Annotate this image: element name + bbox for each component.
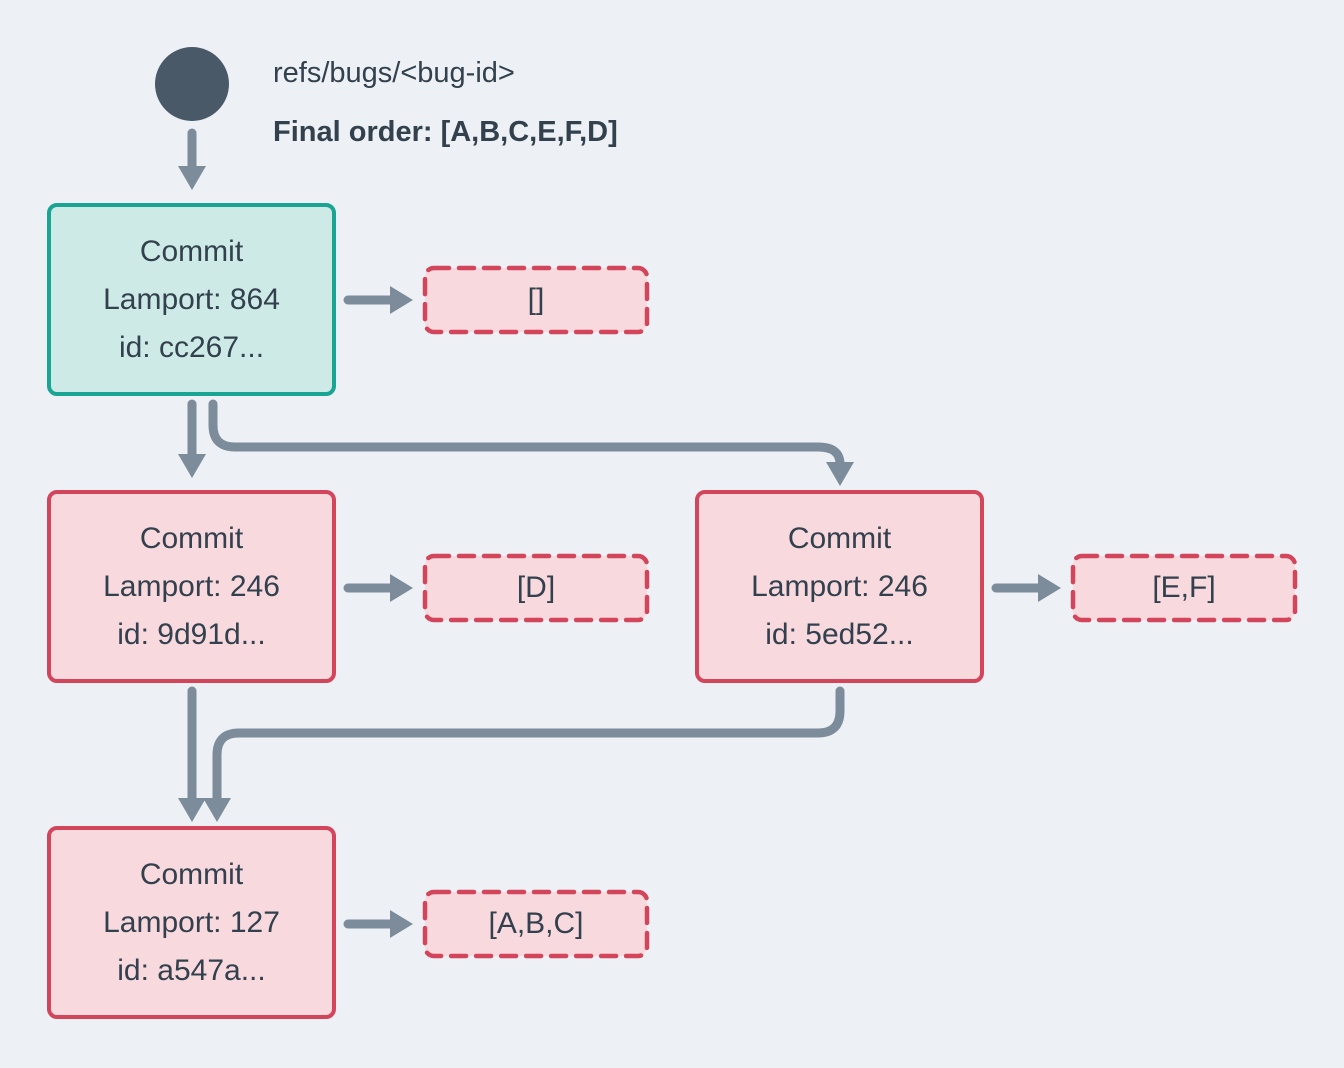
commit-title: Commit — [139, 857, 244, 891]
commit-lamport: Lamport: 127 — [103, 905, 280, 939]
dashed-border — [1070, 553, 1298, 623]
commit-lamport: Lamport: 246 — [103, 569, 280, 603]
edge-commit2-to-commit4 — [178, 686, 206, 822]
edge-commit1-to-ops1 — [343, 286, 413, 314]
final-order-label: Final order: [A,B,C,E,F,D] — [273, 116, 618, 148]
commit-title: Commit — [787, 521, 892, 555]
commit-id: id: a547a... — [117, 953, 266, 987]
edge-commit3-to-ops3 — [991, 574, 1061, 602]
operations-label: [A,B,C] — [488, 907, 584, 940]
commit-node-right: Commit Lamport: 246 id: 5ed52... — [695, 490, 984, 683]
commit-id: id: cc267... — [118, 330, 265, 364]
commit-title: Commit — [139, 521, 244, 555]
dashed-border — [422, 553, 650, 623]
commit-node-root: Commit Lamport: 864 id: cc267... — [47, 203, 336, 396]
commit-id: id: 5ed52... — [765, 617, 914, 651]
operations-label: [D] — [516, 571, 556, 604]
ref-name-label: refs/bugs/<bug-id> — [273, 57, 515, 89]
dashed-border — [422, 889, 650, 959]
operations-box-right: [E,F] — [1070, 553, 1298, 623]
operations-label: [E,F] — [1152, 571, 1216, 604]
operations-box-left: [D] — [422, 553, 650, 623]
edge-commit3-to-commit4 — [203, 686, 845, 822]
commit-node-left: Commit Lamport: 246 id: 9d91d... — [47, 490, 336, 683]
commit-lamport: Lamport: 864 — [103, 282, 280, 316]
edge-ref-to-commit1 — [178, 128, 206, 190]
commit-node-merge: Commit Lamport: 127 id: a547a... — [47, 826, 336, 1019]
edge-commit4-to-ops4 — [343, 910, 413, 938]
dashed-border — [422, 265, 650, 335]
ref-head-node — [155, 47, 229, 121]
operations-box-merge: [A,B,C] — [422, 889, 650, 959]
edge-commit1-to-commit2 — [178, 399, 206, 478]
commit-id: id: 9d91d... — [117, 617, 266, 651]
operations-label: [] — [527, 283, 545, 316]
operations-box-root: [] — [422, 265, 650, 335]
edge-commit1-to-commit3 — [208, 399, 854, 486]
commit-title: Commit — [139, 234, 244, 268]
edge-commit2-to-ops2 — [343, 574, 413, 602]
commit-lamport: Lamport: 246 — [751, 569, 928, 603]
